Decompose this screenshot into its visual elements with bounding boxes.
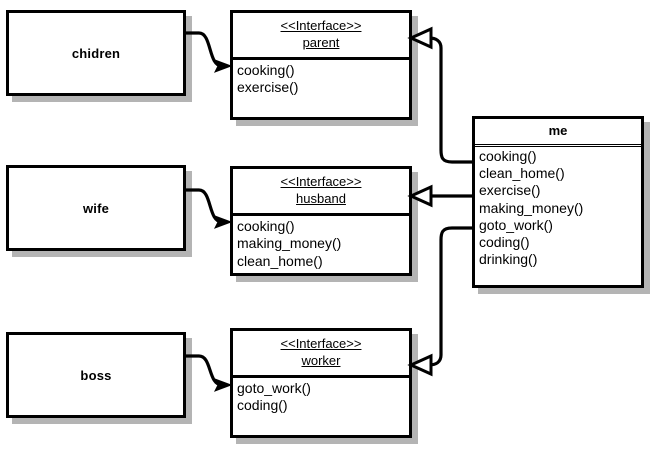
interface-header-husband: <<Interface>> husband — [233, 169, 409, 217]
method-item: cooking() — [237, 62, 295, 79]
class-name-chidren: chidren — [71, 45, 121, 61]
class-methods-me: cooking() clean_home() exercise() making… — [475, 147, 641, 269]
arrowhead-hollow-triangle — [407, 353, 433, 377]
interface-stereotype-husband: <<Interface>> — [280, 174, 362, 189]
method-item: exercise() — [237, 79, 299, 96]
class-name-wife: wife — [82, 200, 110, 216]
interface-header-worker: <<Interface>> worker — [233, 331, 409, 379]
class-name-boss: boss — [80, 367, 112, 383]
edge-me-to-husband[interactable] — [407, 184, 472, 208]
arrowhead-solid — [213, 215, 233, 229]
method-item: exercise() — [479, 182, 541, 199]
method-item: cooking() — [479, 148, 537, 164]
edge-line — [186, 188, 226, 224]
interface-box-parent[interactable]: <<Interface>> parent cooking() exercise(… — [230, 10, 412, 120]
method-item: clean_home() — [237, 252, 323, 269]
interface-box-worker[interactable]: <<Interface>> worker goto_work() coding(… — [230, 328, 412, 438]
interface-methods-parent: cooking() exercise() — [233, 60, 409, 96]
class-box-wife[interactable]: wife — [6, 165, 186, 251]
class-box-chidren[interactable]: chidren — [6, 10, 186, 96]
edge-line — [186, 31, 226, 68]
arrowhead-solid — [213, 59, 233, 73]
interface-name-husband: husband — [296, 190, 346, 206]
interface-stereotype-worker: <<Interface>> — [280, 336, 362, 351]
arrowhead-hollow-triangle — [407, 184, 433, 208]
edge-me-to-worker[interactable] — [407, 226, 472, 377]
edge-line — [426, 226, 472, 367]
method-item: making_money() — [237, 235, 342, 252]
arrowhead-hollow-triangle — [407, 26, 433, 50]
method-item: clean_home() — [479, 165, 565, 182]
method-item: cooking() — [237, 218, 295, 235]
method-item: drinking() — [479, 251, 538, 268]
arrowhead-solid — [213, 378, 233, 392]
class-box-me[interactable]: me cooking() clean_home() exercise() mak… — [472, 116, 644, 288]
edge-me-to-parent[interactable] — [407, 26, 472, 164]
interface-stereotype-parent: <<Interface>> — [280, 18, 362, 33]
class-box-boss[interactable]: boss — [6, 332, 186, 418]
interface-box-husband[interactable]: <<Interface>> husband cooking() making_m… — [230, 166, 412, 276]
interface-name-worker: worker — [301, 352, 341, 368]
method-item: coding() — [479, 234, 530, 251]
edge-chidren-to-parent[interactable] — [186, 31, 233, 73]
method-item: goto_work() — [479, 216, 553, 233]
method-item: coding() — [237, 397, 288, 414]
method-item: making_money() — [479, 199, 584, 216]
class-name-me: me — [548, 123, 568, 138]
interface-name-parent: parent — [302, 34, 340, 50]
class-header-me: me — [475, 119, 641, 147]
edge-wife-to-husband[interactable] — [186, 188, 233, 229]
edge-boss-to-worker[interactable] — [186, 354, 233, 392]
interface-methods-husband: cooking() making_money() clean_home() — [233, 216, 409, 270]
interface-header-parent: <<Interface>> parent — [233, 13, 409, 61]
method-item: goto_work() — [237, 380, 311, 397]
interface-methods-worker: goto_work() coding() — [233, 378, 409, 414]
edge-line — [426, 36, 472, 164]
edge-line — [186, 354, 226, 387]
